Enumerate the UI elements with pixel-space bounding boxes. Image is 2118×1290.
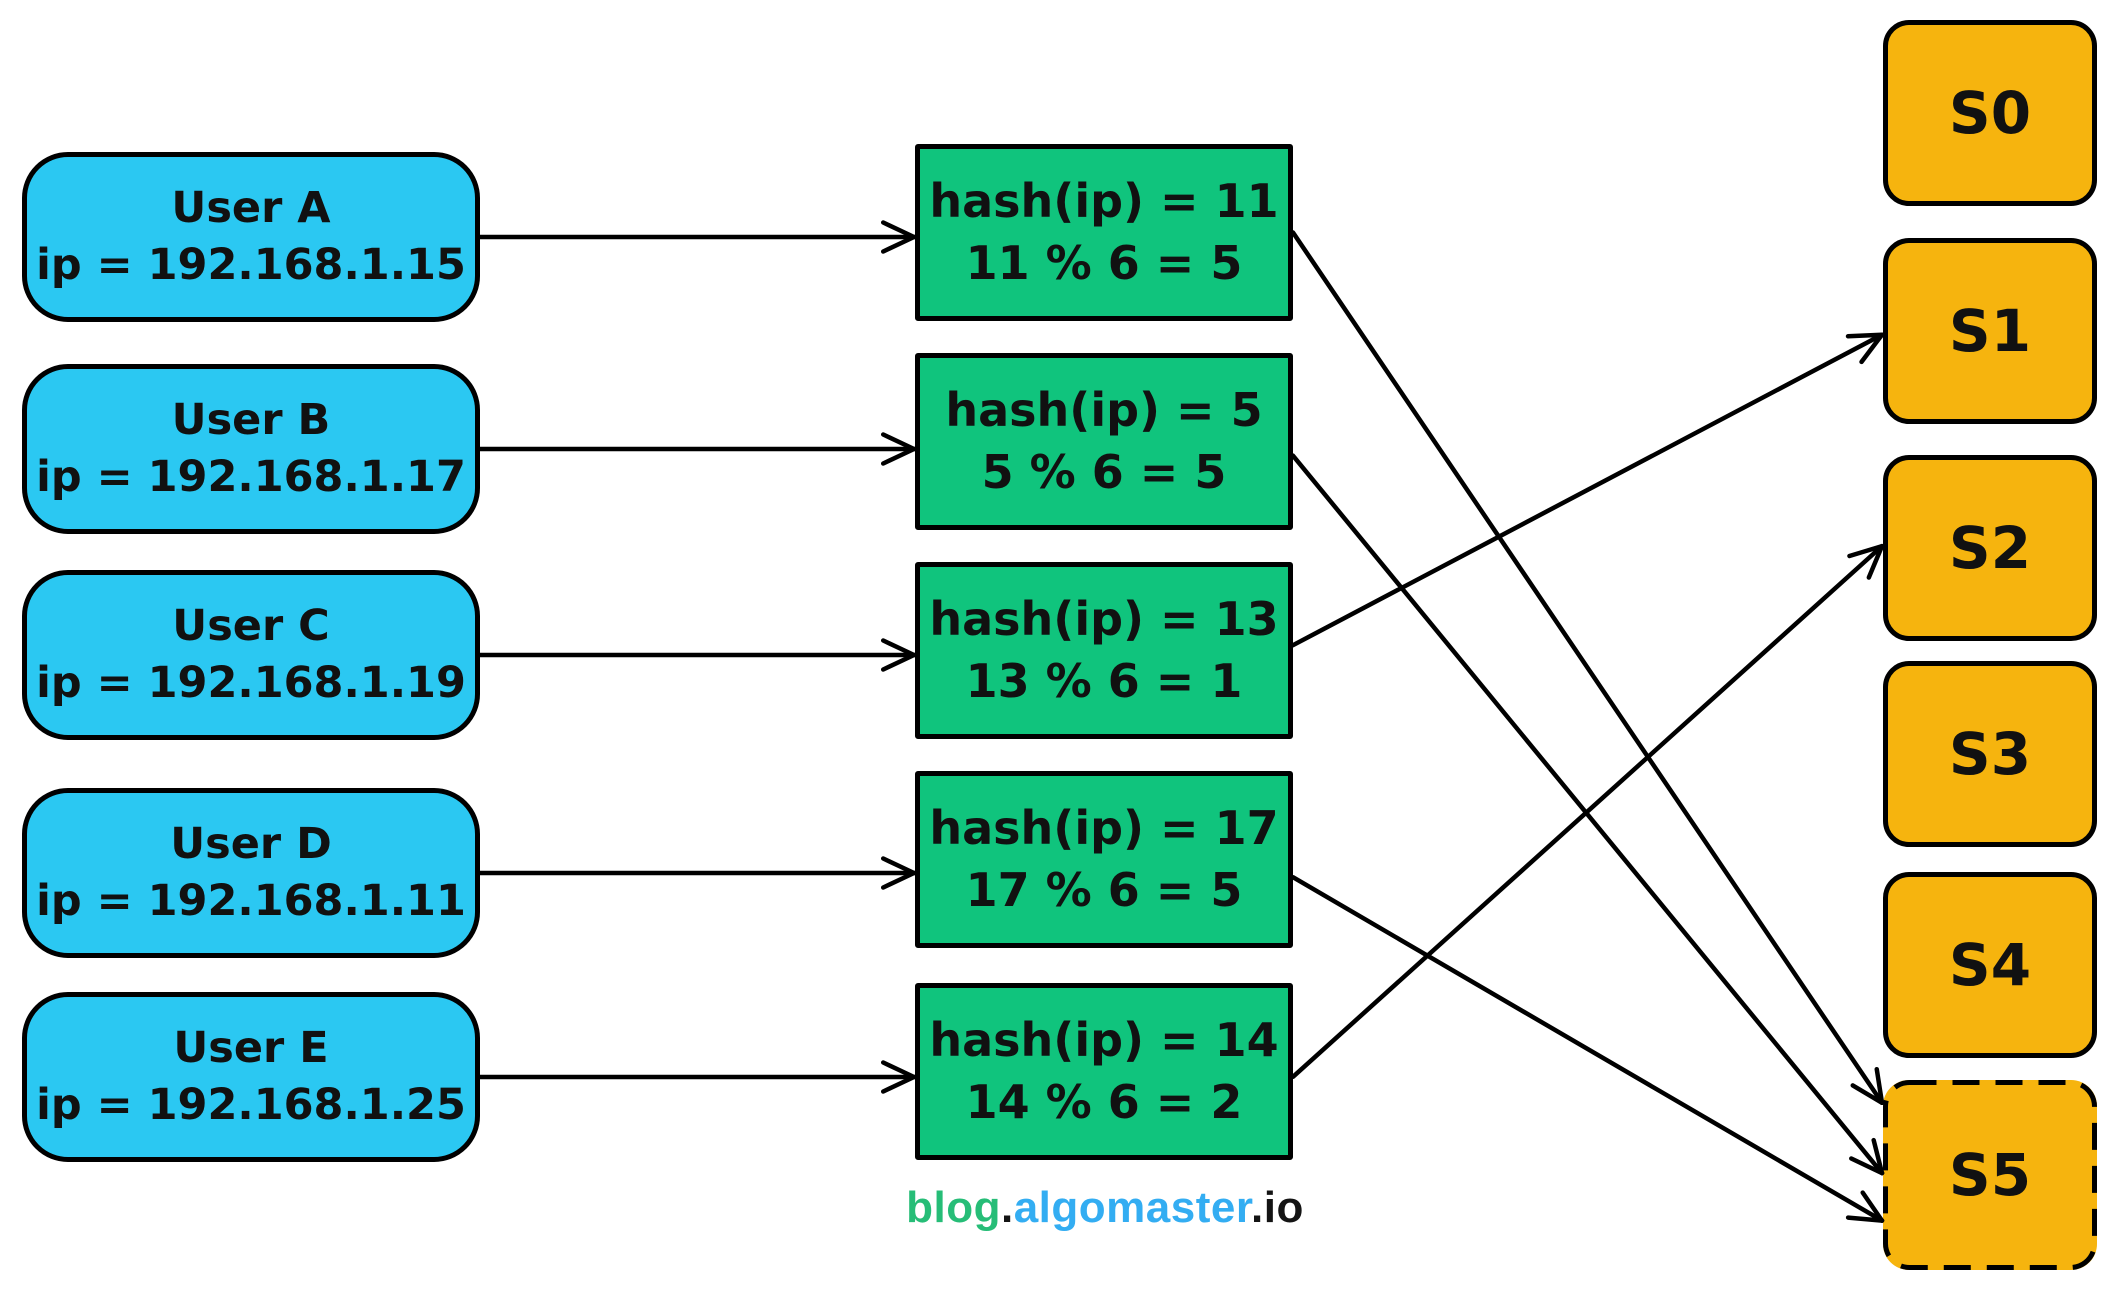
server-s3-label: S3 bbox=[1948, 720, 2032, 788]
hash-box-user-d: hash(ip) = 17 17 % 6 = 5 bbox=[915, 771, 1293, 948]
hash-value-line: hash(ip) = 13 bbox=[929, 591, 1279, 646]
hash-value-line: hash(ip) = 17 bbox=[929, 800, 1279, 855]
arrow-user-0-to-hash-0 bbox=[477, 220, 917, 254]
mod-result-line: 13 % 6 = 1 bbox=[965, 653, 1243, 708]
arrow-hash-0-to-server-5 bbox=[1290, 230, 1885, 1106]
arrow-hash-3-to-server-5 bbox=[1290, 874, 1885, 1223]
hash-value-line: hash(ip) = 11 bbox=[929, 173, 1279, 228]
server-s0-box: S0 bbox=[1883, 20, 2097, 206]
brand-footer-part: io bbox=[1263, 1183, 1304, 1232]
user-a-name: User A bbox=[171, 183, 331, 234]
hash-value-line: hash(ip) = 5 bbox=[945, 382, 1263, 437]
user-c-name: User C bbox=[172, 601, 330, 652]
server-s4-label: S4 bbox=[1948, 931, 2032, 999]
arrow-user-2-to-hash-2 bbox=[477, 638, 917, 672]
user-c-ip: ip = 192.168.1.19 bbox=[36, 658, 466, 708]
mod-result-line: 14 % 6 = 2 bbox=[965, 1074, 1243, 1129]
user-d-ip: ip = 192.168.1.11 bbox=[36, 876, 466, 926]
user-b-box: User B ip = 192.168.1.17 bbox=[22, 364, 480, 534]
server-s2-box: S2 bbox=[1883, 455, 2097, 641]
server-s3-box: S3 bbox=[1883, 661, 2097, 847]
user-b-ip: ip = 192.168.1.17 bbox=[36, 452, 466, 502]
user-b-name: User B bbox=[171, 395, 331, 446]
mod-result-line: 11 % 6 = 5 bbox=[965, 235, 1243, 290]
user-e-box: User E ip = 192.168.1.25 bbox=[22, 992, 480, 1162]
hash-box-user-a: hash(ip) = 11 11 % 6 = 5 bbox=[915, 144, 1293, 321]
mod-result-line: 5 % 6 = 5 bbox=[981, 444, 1227, 499]
brand-footer-part: algomaster bbox=[1013, 1183, 1252, 1232]
arrow-user-1-to-hash-1 bbox=[477, 432, 917, 466]
hash-box-user-c: hash(ip) = 13 13 % 6 = 1 bbox=[915, 562, 1293, 739]
brand-footer-part: . bbox=[1000, 1183, 1014, 1232]
user-e-name: User E bbox=[173, 1023, 329, 1074]
server-s0-label: S0 bbox=[1948, 79, 2032, 147]
user-d-name: User D bbox=[170, 819, 332, 870]
brand-footer: blog.algomaster.io bbox=[880, 1183, 1330, 1233]
user-c-box: User C ip = 192.168.1.19 bbox=[22, 570, 480, 740]
hash-box-user-e: hash(ip) = 14 14 % 6 = 2 bbox=[915, 983, 1293, 1160]
user-a-box: User A ip = 192.168.1.15 bbox=[22, 152, 480, 322]
arrow-user-4-to-hash-4 bbox=[477, 1060, 917, 1094]
user-a-ip: ip = 192.168.1.15 bbox=[36, 240, 466, 290]
hash-value-line: hash(ip) = 14 bbox=[929, 1012, 1279, 1067]
user-d-box: User D ip = 192.168.1.11 bbox=[22, 788, 480, 958]
server-s5-box: S5 bbox=[1883, 1080, 2097, 1270]
arrow-hash-1-to-server-5 bbox=[1290, 453, 1885, 1176]
arrow-hash-2-to-server-1 bbox=[1290, 332, 1885, 648]
user-e-ip: ip = 192.168.1.25 bbox=[36, 1080, 466, 1130]
server-s2-label: S2 bbox=[1948, 514, 2032, 582]
arrow-hash-4-to-server-2 bbox=[1290, 543, 1885, 1080]
server-s5-label: S5 bbox=[1948, 1141, 2032, 1209]
brand-footer-part: blog bbox=[906, 1183, 1001, 1232]
server-s4-box: S4 bbox=[1883, 872, 2097, 1058]
brand-footer-part: . bbox=[1251, 1183, 1264, 1232]
server-s1-box: S1 bbox=[1883, 238, 2097, 424]
mod-result-line: 17 % 6 = 5 bbox=[965, 862, 1243, 917]
arrow-user-3-to-hash-3 bbox=[477, 856, 917, 890]
server-s1-label: S1 bbox=[1948, 297, 2032, 365]
hash-box-user-b: hash(ip) = 5 5 % 6 = 5 bbox=[915, 353, 1293, 530]
